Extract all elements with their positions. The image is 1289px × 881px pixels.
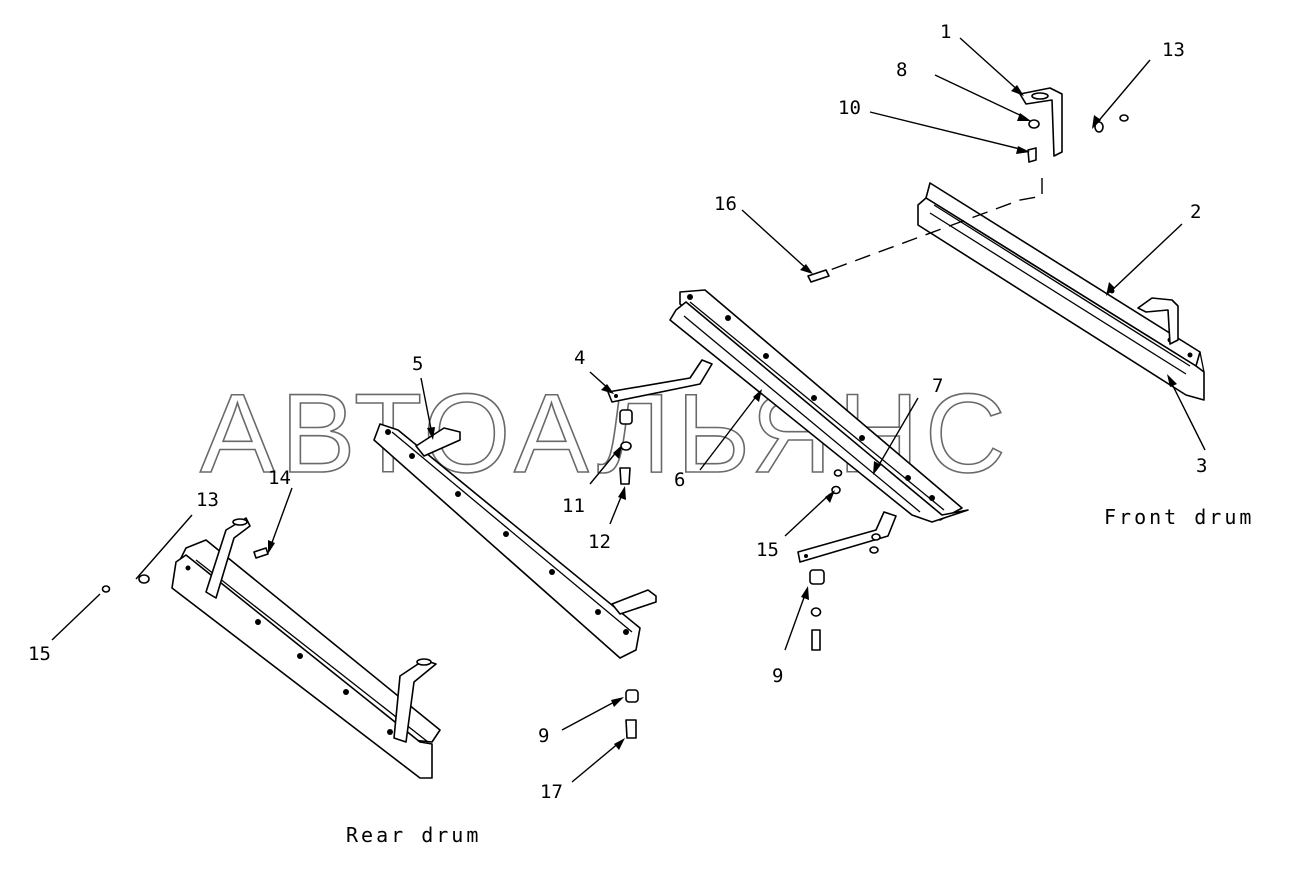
callout-17: 17 <box>540 781 563 803</box>
front-scraper-bar <box>917 182 1205 401</box>
front-mount-bracket <box>1137 297 1179 345</box>
callout-numbers: 1 8 10 13 16 2 3 4 5 6 7 11 12 15 9 14 1… <box>28 21 1207 803</box>
middle-tabs <box>415 427 657 615</box>
center-hardware <box>619 409 881 651</box>
callout-13-rear: 13 <box>196 489 219 511</box>
callout-10: 10 <box>838 97 861 119</box>
front-upper-bracket <box>1019 87 1063 157</box>
callout-15-center: 15 <box>756 539 779 561</box>
middle-hardware <box>625 689 639 739</box>
front-hardware <box>807 114 1129 283</box>
callout-8: 8 <box>896 59 907 81</box>
callout-9-center: 9 <box>772 665 783 687</box>
callout-2: 2 <box>1190 201 1201 223</box>
center-left-arm <box>607 359 713 403</box>
assembly-line <box>829 178 1043 271</box>
caption-front-drum: Front drum <box>1104 505 1254 529</box>
middle-scraper-bar <box>373 423 641 659</box>
callout-13-front: 13 <box>1162 39 1185 61</box>
callout-3: 3 <box>1196 455 1207 477</box>
callout-15-rear: 15 <box>28 643 51 665</box>
leader-lines <box>51 37 1206 783</box>
callout-12: 12 <box>588 531 611 553</box>
callout-11: 11 <box>562 495 585 517</box>
center-right-arm <box>797 511 897 563</box>
callout-7: 7 <box>932 375 943 397</box>
callout-14: 14 <box>268 467 291 489</box>
caption-rear-drum: Rear drum <box>346 823 481 847</box>
callout-9-rear: 9 <box>538 725 549 747</box>
rear-scraper-bar <box>171 539 441 779</box>
callout-4: 4 <box>574 347 585 369</box>
callout-5: 5 <box>412 353 423 375</box>
callout-16: 16 <box>714 193 737 215</box>
center-scraper-bar <box>669 289 969 523</box>
callout-6: 6 <box>674 469 685 491</box>
rear-right-bracket <box>393 658 437 743</box>
callout-1: 1 <box>940 21 951 43</box>
rear-left-bracket <box>205 517 251 599</box>
